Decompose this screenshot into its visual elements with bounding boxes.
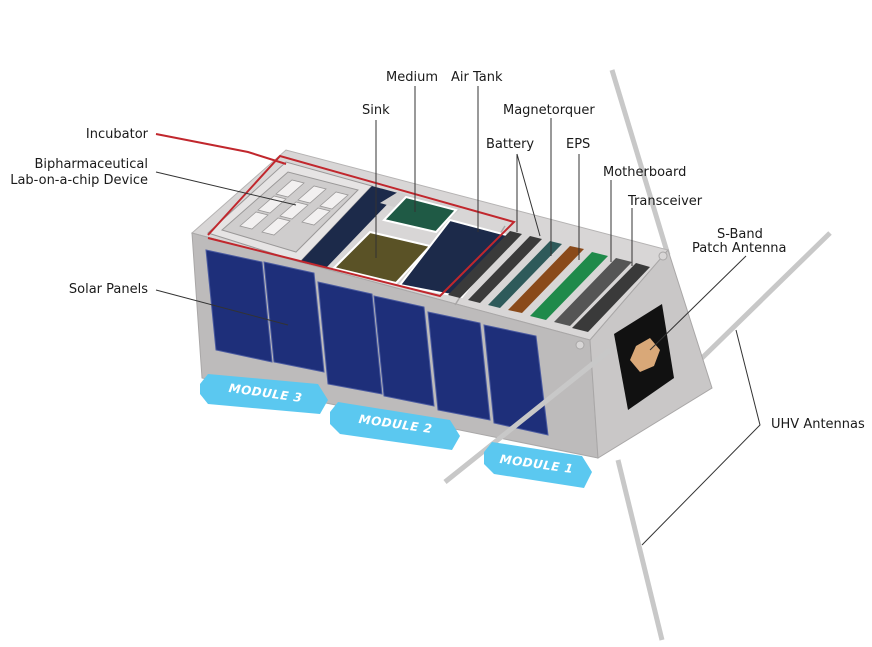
patch-antenna-icon xyxy=(614,304,674,410)
solar-panel-icon xyxy=(317,281,383,395)
module-3-banner xyxy=(200,374,328,414)
solar-panel-icon xyxy=(373,295,435,407)
battery-label: Battery xyxy=(486,137,534,152)
solar-panel-icon xyxy=(427,311,491,421)
antenna-hinge xyxy=(575,340,585,350)
antenna-hinge xyxy=(658,251,668,261)
uhv-antenna-rods xyxy=(609,69,832,362)
patch-antenna-element xyxy=(630,338,660,372)
biopharma-leader xyxy=(155,171,297,206)
labels: Incubator Bipharmaceutical Lab-on-a-chip… xyxy=(10,70,865,432)
motherboard-board xyxy=(530,252,608,320)
eps-board xyxy=(508,246,584,313)
uhv-antennas-label: UHV Antennas xyxy=(771,417,865,432)
magnetorquer-board xyxy=(488,241,562,308)
battery-board xyxy=(468,236,542,303)
motherboard-label: Motherboard xyxy=(603,165,686,180)
uhv-leader xyxy=(641,329,761,546)
medium-label: Medium xyxy=(386,70,438,85)
solar-panels xyxy=(205,249,549,436)
antenna-rod-icon xyxy=(698,231,832,362)
antenna-rod-icon xyxy=(615,459,665,641)
magnetorquer-label: Magnetorquer xyxy=(503,103,595,118)
sband-label-line2: Patch Antenna xyxy=(692,241,787,256)
antenna-rod-icon xyxy=(443,348,612,484)
chip-wells xyxy=(239,179,349,236)
battery-leader-2 xyxy=(516,153,541,237)
board-1 xyxy=(448,231,522,298)
solar-leader xyxy=(155,289,289,326)
dark-panel xyxy=(300,186,398,268)
solar-panel-icon xyxy=(205,249,273,363)
incubator-outline xyxy=(207,154,516,298)
antenna-rod-icon xyxy=(609,69,671,256)
transceiver-board xyxy=(554,258,632,326)
module-2-banner xyxy=(330,402,460,450)
module-1-bay xyxy=(448,231,650,332)
sband-label-line1: S-Band xyxy=(717,227,763,242)
module-2-bay xyxy=(300,186,512,299)
medium-tank xyxy=(382,195,458,234)
module-3-bay xyxy=(207,161,373,263)
solar-panel-icon xyxy=(483,324,549,436)
module-1-banner xyxy=(484,442,592,488)
air-tank-label: Air Tank xyxy=(451,70,503,85)
board-end xyxy=(572,263,650,332)
module-banners: MODULE 3 MODULE 2 MODULE 1 xyxy=(200,374,592,488)
solar-panel-icon xyxy=(263,261,325,373)
biopharma-label-line2: Lab-on-a-chip Device xyxy=(10,173,148,188)
incubator-label: Incubator xyxy=(86,127,149,142)
transceiver-label: Transceiver xyxy=(627,194,703,209)
leader-lines xyxy=(155,86,761,546)
eps-label: EPS xyxy=(566,137,590,152)
incubator-leader xyxy=(155,133,287,165)
solar-panels-label: Solar Panels xyxy=(69,282,148,297)
biopharma-label-line1: Bipharmaceutical xyxy=(34,157,148,172)
sband-leader xyxy=(649,255,747,351)
sink-label: Sink xyxy=(362,103,390,118)
